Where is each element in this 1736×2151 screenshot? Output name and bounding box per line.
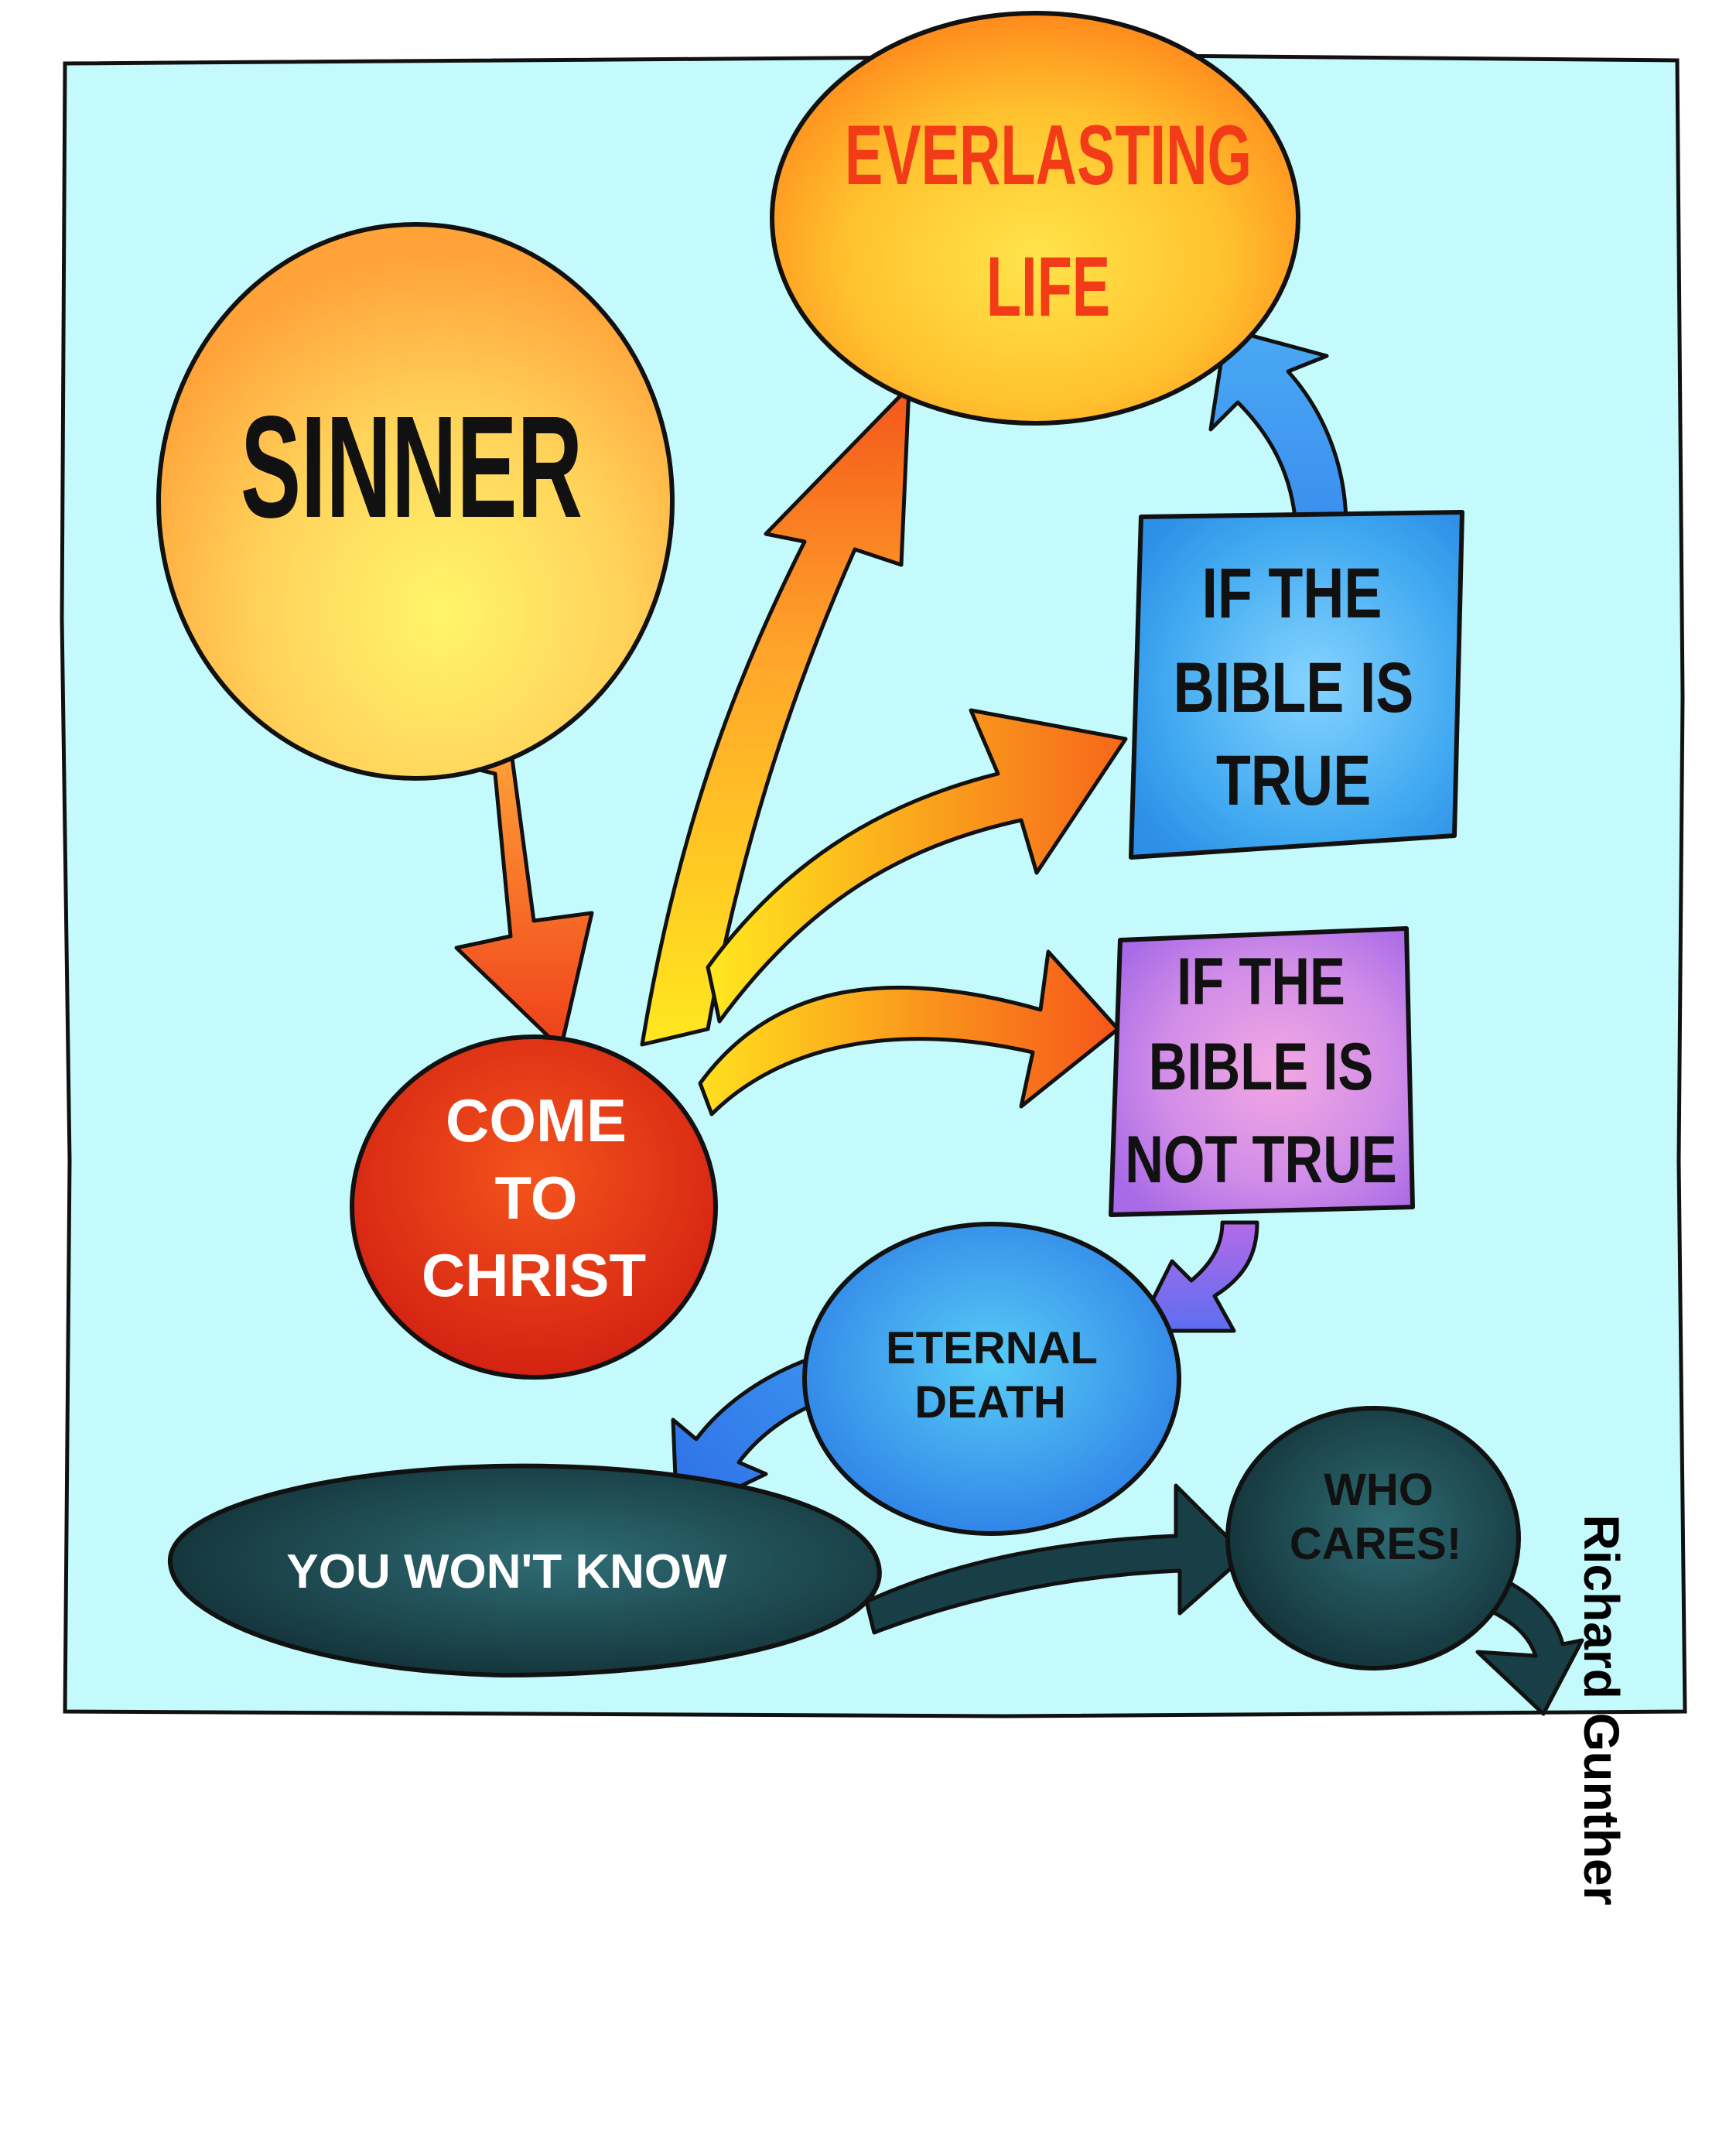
node-sinner-label: SINNER xyxy=(241,387,583,549)
node-everlasting-life: EVERLASTING LIFE xyxy=(770,11,1300,426)
node-everlasting-life-line-2: LIFE xyxy=(986,238,1110,333)
node-who-cares-line-1: WHO xyxy=(1324,1465,1434,1515)
node-who-cares-line-2: CARES! xyxy=(1290,1519,1461,1569)
node-eternal-death-line-1: ETERNAL xyxy=(886,1323,1098,1373)
node-eternal-death-line-2: DEATH xyxy=(914,1377,1065,1428)
arrow-you-wont-know-to-who-cares xyxy=(864,1483,1248,1635)
node-bible-is-true-line-3: TRUE xyxy=(1216,740,1371,820)
node-bible-is-true-line-2: BIBLE IS xyxy=(1174,648,1414,727)
node-bible-is-true-line-1: IF THE xyxy=(1201,553,1382,633)
arrow-who-cares-down xyxy=(1468,1572,1584,1716)
node-sinner: SINNER xyxy=(156,222,675,781)
node-come-to-christ-line-3: CHRIST xyxy=(422,1241,646,1309)
node-come-to-christ: COME TO CHRIST xyxy=(350,1034,718,1380)
diagram-canvas: SINNER EVERLASTING LIFE IF THE BIBLE IS … xyxy=(60,11,1687,1718)
node-who-cares: WHO CARES! xyxy=(1225,1406,1521,1671)
node-bible-is-not-true-line-3: NOT TRUE xyxy=(1125,1123,1397,1197)
node-you-wont-know: YOU WON'T KNOW xyxy=(167,1463,882,1678)
node-eternal-death: ETERNAL DEATH xyxy=(802,1222,1181,1536)
node-bible-is-not-true: IF THE BIBLE IS NOT TRUE xyxy=(1109,926,1415,1217)
arrow-christ-to-bible-true xyxy=(706,708,1128,1024)
node-everlasting-life-line-1: EVERLASTING xyxy=(845,107,1252,202)
node-come-to-christ-line-2: TO xyxy=(495,1164,578,1232)
node-come-to-christ-line-1: COME xyxy=(446,1086,627,1154)
artist-credit: Richard Gunther xyxy=(1574,1514,1629,1906)
node-bible-is-not-true-line-2: BIBLE IS xyxy=(1149,1030,1373,1104)
node-you-wont-know-label: YOU WON'T KNOW xyxy=(286,1545,727,1599)
node-bible-is-not-true-line-1: IF THE xyxy=(1177,945,1345,1019)
node-bible-is-true: IF THE BIBLE IS TRUE xyxy=(1129,510,1464,860)
arrow-bible-true-to-life xyxy=(1208,327,1348,528)
